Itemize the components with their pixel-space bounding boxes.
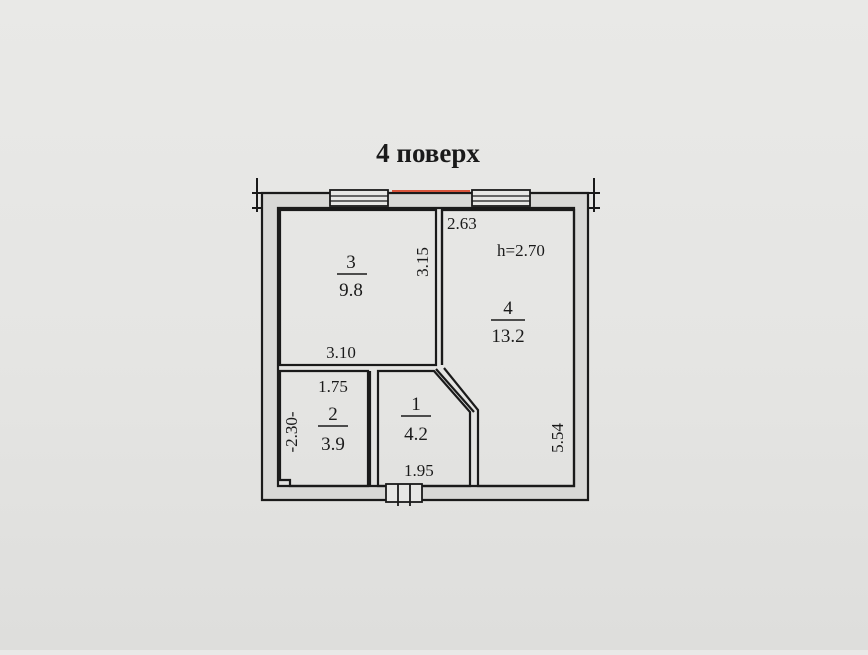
room-1-wall (376, 369, 472, 488)
room-3-wall (278, 208, 438, 367)
room-1-number: 1 (411, 394, 421, 415)
room-4-length-dimension: 5.54 (548, 423, 567, 453)
outer-wall (260, 191, 590, 502)
window-right (471, 189, 531, 207)
room-4-label: 4 13.2 (491, 298, 525, 347)
room-3-label: 3 9.8 (337, 252, 367, 301)
room-1-area: 4.2 (404, 424, 428, 445)
room-3-width-dimension: 3.10 (326, 343, 356, 362)
room-3-area: 9.8 (339, 280, 363, 301)
room-4-number: 4 (503, 298, 513, 319)
room-2-number: 2 (328, 404, 338, 425)
room-3-number: 3 (346, 252, 356, 273)
room-3-height-dimension: 3.15 (413, 247, 432, 277)
room-2-label: 2 3.9 (318, 404, 348, 455)
room-4-width-dimension: 2.63 (447, 214, 477, 233)
room-1-label: 1 4.2 (401, 394, 431, 445)
interior-walls (278, 208, 576, 488)
floor-title: 4 поверх (376, 138, 480, 168)
room-2-length-dimension: -2.30- (282, 411, 301, 452)
room-1-width-dimension: 1.95 (404, 461, 434, 480)
room-2-wall (278, 369, 370, 488)
room-4-area: 13.2 (491, 326, 524, 347)
room-2-width-dimension: 1.75 (318, 377, 348, 396)
room-2-area: 3.9 (321, 434, 345, 455)
wall-extension-marks (252, 178, 600, 212)
room-4-wall (440, 208, 576, 488)
entrance-door (385, 483, 423, 506)
window-left (329, 189, 389, 207)
ceiling-height-label: h=2.70 (497, 241, 545, 260)
